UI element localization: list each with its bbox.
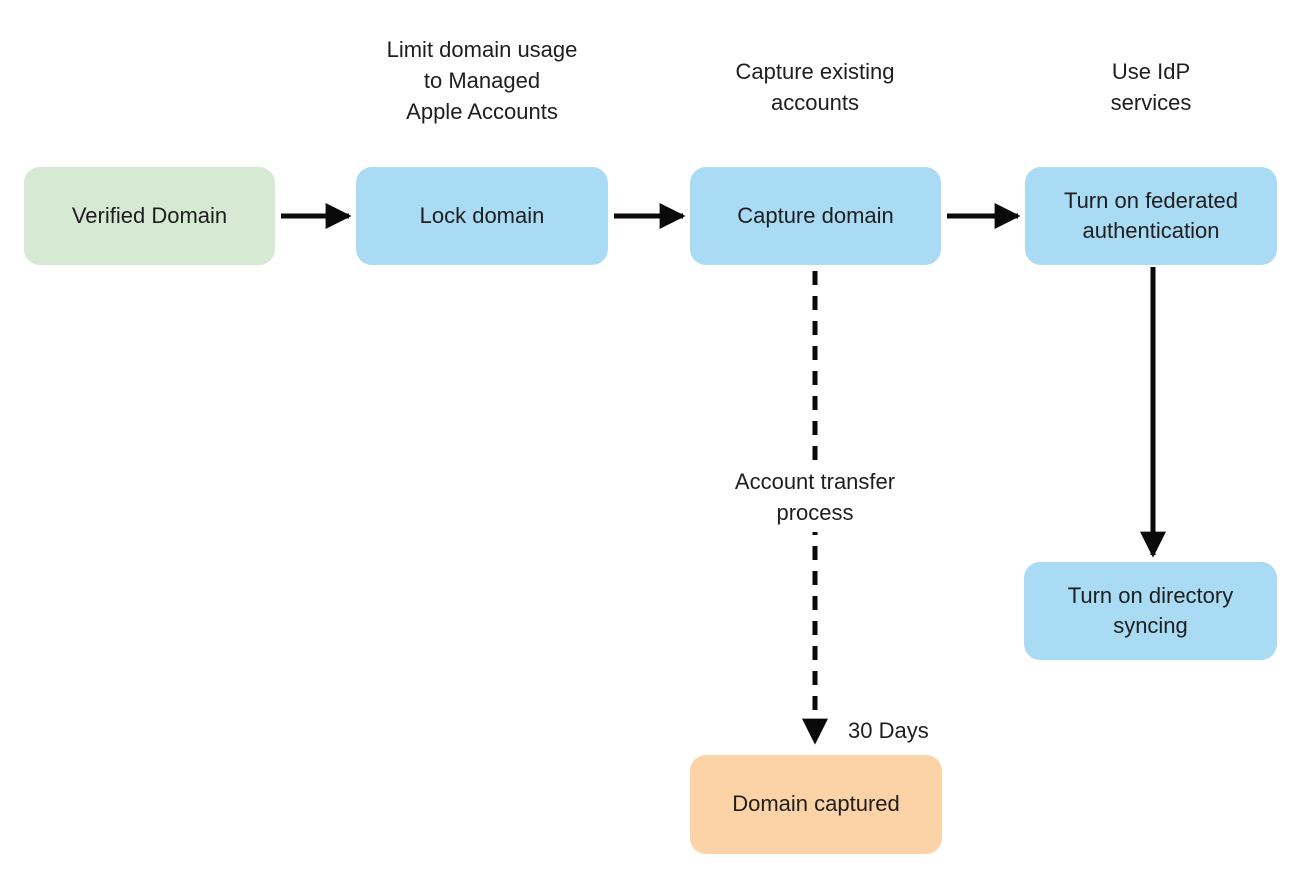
node-domain-captured: Domain captured bbox=[690, 755, 942, 854]
node-directory-syncing: Turn on directory syncing bbox=[1024, 562, 1277, 660]
node-domain-captured-label: Domain captured bbox=[732, 791, 900, 817]
annotation-30-days: 30 Days bbox=[848, 718, 929, 743]
node-capture-domain-label: Capture domain bbox=[737, 202, 894, 228]
node-verified-domain-label: Verified Domain bbox=[71, 202, 228, 228]
annotation-limit-domain-usage: Limit domain usage to Managed Apple Acco… bbox=[386, 37, 578, 124]
node-lock-domain-label: Lock domain bbox=[419, 202, 545, 228]
node-verified-domain: Verified Domain bbox=[24, 167, 275, 265]
annotation-capture-existing-accounts: Capture existing accounts bbox=[735, 59, 895, 115]
node-federated-authentication: Turn on federated authentication bbox=[1025, 167, 1277, 265]
annotation-use-idp-services: Use IdP services bbox=[1110, 59, 1192, 115]
node-lock-domain: Lock domain bbox=[356, 167, 608, 265]
node-federated-authentication-label: Turn on federated authentication bbox=[1063, 187, 1239, 243]
node-capture-domain: Capture domain bbox=[690, 167, 941, 265]
annotation-account-transfer-process: Account transfer process bbox=[665, 462, 965, 532]
node-directory-syncing-label: Turn on directory syncing bbox=[1067, 582, 1234, 638]
